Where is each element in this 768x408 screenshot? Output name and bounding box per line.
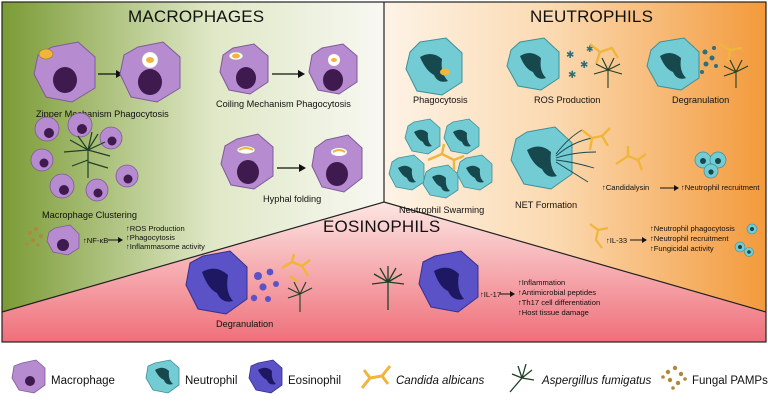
eosinophil-degranulation-label: Degranulation	[216, 319, 273, 329]
legend: Macrophage Neutrophil Eosinophil Candida…	[11, 359, 768, 394]
macrophages-title: MACROPHAGES	[128, 7, 264, 26]
ros-label: ROS Production	[534, 95, 600, 105]
neutrophil-recruitment-label: ↑Neutrophil recruitment	[681, 183, 760, 192]
eosinophils-panel	[2, 202, 766, 342]
eosinophils-title: EOSINOPHILS	[323, 217, 440, 236]
svg-text:✱: ✱	[566, 50, 574, 61]
candida-icon	[38, 48, 54, 60]
nfkb-effect-ros: ↑ROS Production	[126, 224, 185, 233]
nfkb-effect-inflammasome: ↑Inflammasome activity	[126, 242, 205, 251]
il33-effect-phagocytosis: ↑Neutrophil phagocytosis	[650, 224, 735, 233]
swarming-label: Neutrophil Swarming	[399, 205, 484, 215]
il17-label: ↑IL-17	[480, 290, 501, 299]
neutrophil-degranulation-label: Degranulation	[672, 95, 729, 105]
il17-effect-antimicrobial: ↑Antimicrobial peptides	[518, 288, 596, 297]
neutrophil-phagocytosis-group: Phagocytosis	[405, 37, 468, 105]
il33-pathway: ↑IL-33 ↑Neutrophil phagocytosis ↑Neutrop…	[589, 223, 758, 257]
hyphal-folding-label: Hyphal folding	[263, 194, 321, 204]
nfkb-label: ↑NF-κB	[83, 236, 108, 245]
macrophage-clustering-group: Macrophage Clustering	[30, 112, 139, 220]
coiling-label: Coiling Mechanism Phagocytosis	[216, 99, 351, 109]
il17-effect-inflammation: ↑Inflammation	[518, 278, 565, 287]
il33-effect-fungicidal: ↑Fungicidal activity	[650, 244, 714, 253]
legend-aspergillus: Aspergillus fumigatus	[541, 375, 652, 387]
zipper-label: Zipper Mechanism Phagocytosis	[36, 109, 169, 119]
neutrophil-phagocytosis-label: Phagocytosis	[413, 95, 468, 105]
legend-candida-icon	[360, 365, 392, 389]
candidalysin-label: ↑Candidalysin	[602, 183, 649, 192]
legend-eosinophil: Eosinophil	[288, 375, 341, 387]
svg-text:✱: ✱	[580, 60, 588, 71]
legend-pamps-icon	[661, 365, 687, 390]
legend-neutrophil: Neutrophil	[185, 375, 237, 387]
il33-label: ↑IL-33	[606, 236, 627, 245]
svg-text:✱: ✱	[586, 44, 594, 54]
il17-effect-th17: ↑Th17 cell differentiation	[518, 298, 600, 307]
il33-effect-recruitment: ↑Neutrophil recruitment	[650, 234, 729, 243]
legend-aspergillus-icon	[509, 363, 535, 393]
neutrophils-title: NEUTROPHILS	[530, 7, 653, 26]
aspergillus-icon	[63, 131, 111, 178]
eosinophil-il17-pathway: ↑IL-17 ↑Inflammation ↑Antimicrobial pept…	[371, 250, 600, 317]
clustering-label: Macrophage Clustering	[42, 210, 137, 220]
macrophage-nfkb-pathway: ↑NF-κB ↑ROS Production ↑Phagocytosis ↑In…	[25, 224, 205, 256]
nfkb-effect-phagocytosis: ↑Phagocytosis	[126, 233, 175, 242]
macrophage-coiling-group: Coiling Mechanism Phagocytosis	[216, 43, 358, 109]
neutrophil-ros-group: ✱ ✱ ✱ ✱ ROS Production	[506, 37, 623, 105]
candidalysin-pathway: ↑Candidalysin ↑Neutrophil recruitment	[602, 146, 760, 192]
neutrophil-degranulation-group: Degranulation	[646, 37, 749, 105]
svg-text:✱: ✱	[568, 70, 576, 81]
legend-macrophage: Macrophage	[51, 375, 115, 387]
legend-candida: Candida albicans	[396, 375, 484, 387]
hyphal-folding-group: Hyphal folding	[220, 133, 363, 204]
neutrophil-swarming-group: Neutrophil Swarming	[388, 118, 493, 215]
net-formation-label: NET Formation	[515, 200, 577, 210]
macrophage-nucleus	[53, 67, 77, 93]
net-formation-group: NET Formation	[510, 126, 611, 210]
eosinophil-degranulation-group: Degranulation	[185, 250, 313, 329]
macrophage-zipper-group: Zipper Mechanism Phagocytosis	[33, 41, 181, 119]
legend-pamps: Fungal PAMPs	[692, 375, 768, 387]
il17-effect-tissue-damage: ↑Host tissue damage	[518, 308, 589, 317]
